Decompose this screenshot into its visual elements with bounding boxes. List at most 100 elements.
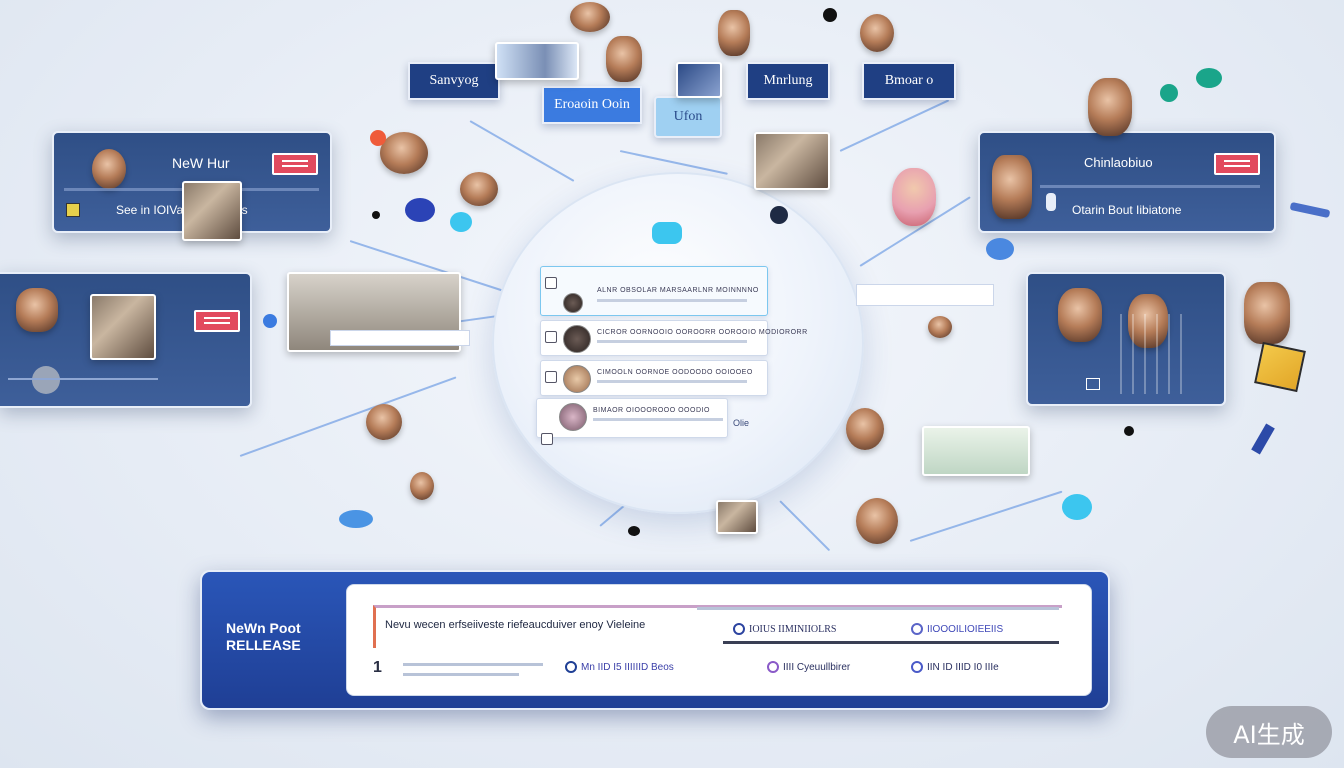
bar (330, 330, 470, 346)
left-card-new[interactable]: NeW Hur See in IOIVaaru Wueaes (52, 131, 332, 241)
avatar[interactable] (570, 2, 610, 32)
text-line (593, 418, 723, 421)
menu-icon[interactable] (1214, 153, 1260, 175)
avatar (563, 365, 591, 393)
tag-mentor[interactable]: Mnrlung (746, 62, 830, 100)
avatar[interactable] (860, 14, 894, 52)
checkbox[interactable] (545, 277, 557, 289)
chat-bubble-icon[interactable] (652, 222, 682, 244)
avatar[interactable] (460, 172, 498, 206)
feed-row[interactable]: ALNR OBSOLAR MARSAARLNR MOINNNNO (540, 266, 768, 316)
circle-icon (911, 661, 923, 673)
tag-broadcast[interactable]: Eroaoin Ooin (542, 86, 642, 124)
avatar (16, 288, 58, 332)
avatar[interactable] (892, 168, 936, 226)
underline (723, 641, 1059, 644)
connector-line (779, 500, 831, 552)
circle-icon (911, 623, 923, 635)
avatar[interactable] (366, 404, 402, 440)
headline-frame (373, 605, 1062, 648)
stat-item[interactable]: Mn IID I5 IIIIIID Beos (565, 661, 674, 673)
right-card-media[interactable] (1026, 272, 1226, 406)
feed-row-text: BIMAOR OIOOOROOO OOODIO (593, 407, 710, 414)
feed-row[interactable]: CIMOOLN OORNOE OODOODO OOIOOEO (540, 360, 768, 396)
avatar[interactable] (380, 132, 428, 174)
avatar[interactable] (928, 316, 952, 338)
stat-item[interactable]: IIII Cyeuullbirer (767, 661, 850, 673)
dot-marker (1062, 494, 1092, 520)
menu-icon[interactable] (272, 153, 318, 175)
text-line (403, 673, 519, 676)
checkbox[interactable] (545, 371, 557, 383)
feed-row-text: ALNR OBSOLAR MARSAARLNR MOINNNNO (597, 287, 759, 294)
feed-row-text: CICROR OORNOOIO OOROORR OOROOIO MODIOROR… (597, 329, 808, 336)
bar (856, 284, 994, 306)
feed-row-text: CIMOOLN OORNOE OODOODO OOIOOEO (597, 369, 753, 376)
avatar (563, 293, 583, 313)
left-card-media[interactable] (0, 272, 252, 408)
dot-marker (263, 314, 277, 328)
row-number: 1 (373, 659, 382, 676)
card-title: NeW Hur (172, 155, 230, 171)
avatar[interactable] (606, 36, 642, 82)
circle-icon (767, 661, 779, 673)
headline: Nevu wecen erfseiiveste riefeaucduiver e… (385, 619, 646, 631)
avatar[interactable] (856, 498, 898, 544)
card-subtitle: Otarin Bout Iibiatone (1072, 203, 1182, 217)
stat-item[interactable]: IOIUS IIMINIIOLRS (733, 623, 837, 635)
avatar[interactable] (1088, 78, 1132, 136)
connector-line (839, 99, 950, 152)
tag-surveys[interactable]: Sanvyog (408, 62, 500, 100)
divider (8, 378, 158, 380)
dot-marker (823, 8, 837, 22)
profile-photo (182, 181, 242, 241)
divider (1040, 185, 1260, 188)
tag-bmar[interactable]: Bmoar o (862, 62, 956, 100)
folder-icon (66, 203, 80, 217)
avatar[interactable] (1244, 282, 1290, 344)
media-preview[interactable] (754, 132, 830, 190)
lock-icon (1046, 193, 1056, 211)
play-icon[interactable] (32, 366, 60, 394)
dot-marker (405, 198, 435, 222)
document-icon[interactable] (1254, 341, 1306, 393)
feed-row[interactable]: BIMAOR OIOOOROOO OOODIO (536, 398, 728, 445)
dot-marker (770, 206, 788, 224)
checkbox[interactable] (545, 331, 557, 343)
dot-marker (986, 238, 1014, 260)
menu-icon[interactable] (194, 310, 240, 332)
avatar[interactable] (718, 10, 750, 56)
press-release-content[interactable]: Nevu wecen erfseiiveste riefeaucduiver e… (346, 584, 1092, 696)
checkbox[interactable] (541, 433, 553, 445)
feed-row[interactable]: CICROR OORNOOIO OOROORR OOROOIO MODIOROR… (540, 320, 807, 356)
avatar (559, 403, 587, 431)
text-line (597, 340, 747, 343)
right-card-challenge[interactable]: Chinlaobiuo Otarin Bout Iibiatone (978, 131, 1276, 233)
avatar (563, 325, 591, 353)
connector-line (909, 490, 1063, 542)
text-line (697, 607, 1059, 610)
dot-marker (1196, 68, 1222, 88)
avatar[interactable] (410, 472, 434, 500)
dot-marker (628, 526, 640, 536)
dot-marker (339, 510, 373, 528)
profile-photo[interactable] (495, 42, 579, 80)
press-release-bar[interactable]: NeWn Poot RELLEASE Nevu wecen erfseiives… (200, 570, 1110, 710)
avatar[interactable] (846, 408, 884, 450)
dot-marker (1124, 426, 1134, 436)
media-preview[interactable] (716, 500, 758, 534)
avatar (1128, 294, 1168, 348)
tag-marker (1289, 201, 1331, 219)
side-label: Olie (733, 418, 750, 428)
chart-thumbnail[interactable] (922, 426, 1030, 476)
stat-item[interactable]: IIOOOILIOIEEIIS (911, 623, 1003, 635)
avatar (992, 155, 1032, 219)
stat-item[interactable]: IIN ID IIID I0 IIIe (911, 661, 999, 673)
watermark: AI生成 (1206, 706, 1332, 758)
profile-photo (90, 294, 156, 360)
tag-ufon[interactable]: Ufon (654, 96, 722, 138)
dot-marker (450, 212, 472, 232)
card-title: Chinlaobiuo (1084, 155, 1153, 170)
profile-photo[interactable] (676, 62, 722, 98)
text-line (597, 299, 747, 302)
